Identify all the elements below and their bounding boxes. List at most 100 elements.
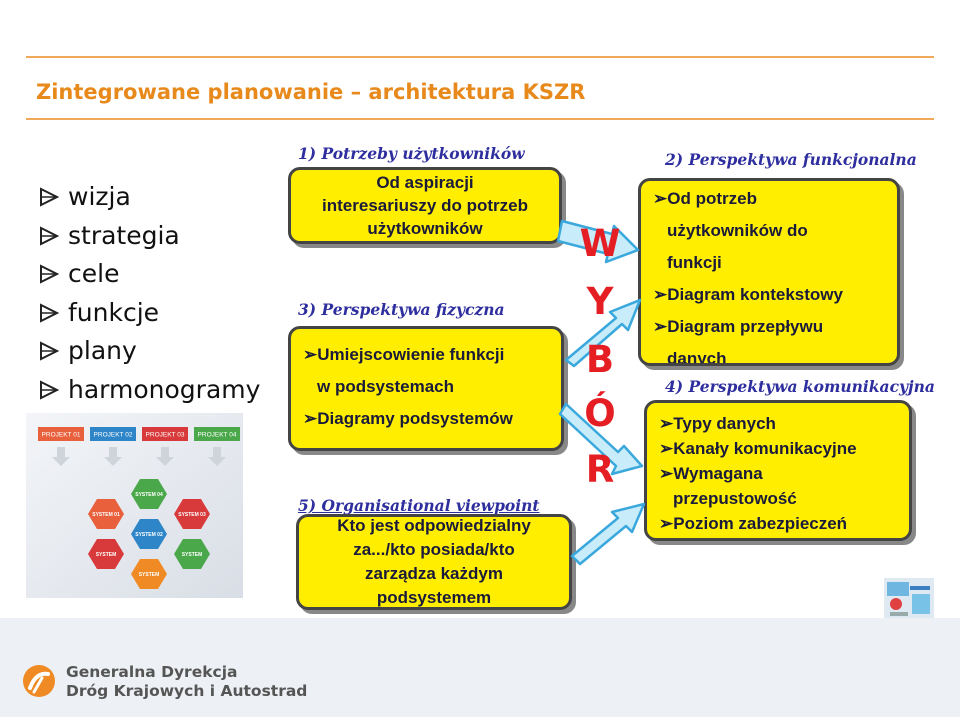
- system-label: SYSTEM: [182, 552, 203, 558]
- org-name-line2: Dróg Krajowych i Autostrad: [66, 682, 308, 700]
- bullet-text: funkcje: [68, 297, 160, 327]
- bullet-text: cele: [68, 259, 120, 288]
- bullet-text: plany: [68, 336, 137, 365]
- bullet-text: strategia: [68, 220, 180, 250]
- bullet-item: harmonogramy: [38, 371, 260, 410]
- organisational-viewpoint-box: Kto jest odpowiedzialny za.../kto posiad…: [296, 514, 572, 610]
- box-line: danych: [667, 349, 727, 366]
- box-line: interesariuszy do potrzeb: [322, 196, 528, 215]
- wybor-letter: B: [585, 338, 615, 381]
- system-label: SYSTEM 03: [178, 512, 206, 518]
- arrow-bullet-icon: ➢: [659, 514, 674, 533]
- bullet-item: strategia: [38, 217, 260, 256]
- arrow-bullet-icon: [40, 187, 60, 207]
- gddkia-logo-icon: [23, 665, 55, 697]
- arrow-box1-to-box2: [556, 219, 640, 264]
- top-rule: [26, 56, 934, 58]
- arrow-bullet-icon: ➢: [659, 439, 674, 458]
- arrow-bullet-icon: ➢: [653, 317, 668, 336]
- box-line-text: Umiejscowienie funkcji: [317, 345, 505, 364]
- project-label: PROJEKT 03: [146, 432, 185, 439]
- bullet-item: wizja: [38, 178, 260, 217]
- decorative-logo-image: [884, 578, 934, 620]
- box3-heading: 3) Perspektywa fizyczna: [298, 300, 505, 319]
- wybor-letter: Y: [586, 280, 614, 323]
- box-line: ➢Wymagana: [659, 461, 903, 486]
- box-line: użytkowników do: [667, 221, 808, 240]
- box-line: Od aspiracji: [376, 173, 474, 192]
- wybor-letter: Ó: [584, 392, 616, 435]
- box-line: Kto jest odpowiedzialny: [337, 516, 531, 535]
- box-line: ➢Diagram przepływu: [653, 311, 891, 343]
- box-line-text: Diagram kontekstowy: [667, 285, 843, 304]
- wybor-letter: W: [579, 222, 621, 265]
- user-needs-box: Od aspiracji interesariuszy do potrzeb u…: [288, 167, 562, 244]
- box-line-text: Wymagana: [673, 464, 763, 483]
- box-line: funkcji: [667, 253, 722, 272]
- box2-heading: 2) Perspektywa funkcjonalna: [665, 150, 917, 169]
- box-line-text: Od potrzeb: [667, 189, 757, 208]
- box-line: ➢Od potrzeb: [653, 183, 891, 215]
- box-line: ➢Umiejscowienie funkcji: [303, 339, 555, 371]
- box-line: podsystemem: [376, 588, 492, 607]
- box-line: za.../kto posiada/kto: [353, 540, 515, 559]
- wybor-letter: R: [585, 448, 615, 491]
- org-name-line1: Generalna Dyrekcja: [66, 663, 238, 681]
- box-line: ➢Diagramy podsystemów: [303, 403, 555, 435]
- arrow-box5-to-box4: [570, 502, 646, 566]
- physical-perspective-box: ➢Umiejscowienie funkcji w podsystemach ➢…: [288, 326, 564, 451]
- arrow-bullet-icon: ➢: [303, 409, 318, 428]
- project-headers: PROJEKT 01 PROJEKT 02 PROJEKT 03 PROJEKT…: [38, 427, 240, 441]
- box-line-text: Poziom zabezpieczeń: [673, 514, 848, 533]
- title-underline: [26, 118, 934, 120]
- bullet-item: plany: [38, 332, 260, 371]
- system-label: SYSTEM: [139, 572, 160, 578]
- bullet-item: cele: [38, 255, 260, 294]
- system-label: SYSTEM: [96, 552, 117, 558]
- box-line: ➢Typy danych: [659, 411, 903, 436]
- project-label: PROJEKT 04: [198, 432, 237, 439]
- arrow-bullet-icon: [40, 264, 60, 284]
- down-arrows: [52, 447, 226, 466]
- arrow-bullet-icon: [40, 303, 60, 323]
- system-label: SYSTEM 02: [135, 532, 163, 538]
- box-line-text: Diagramy podsystemów: [317, 409, 513, 428]
- system-label: SYSTEM 04: [135, 492, 163, 498]
- systems-thumbnail: PROJEKT 01 PROJEKT 02 PROJEKT 03 PROJEKT…: [26, 413, 243, 598]
- arrow-bullet-icon: [40, 380, 60, 400]
- box-line: ➢Poziom zabezpieczeń: [659, 511, 903, 536]
- arrow-bullet-icon: ➢: [303, 345, 318, 364]
- box-line: przepustowość: [673, 489, 797, 508]
- arrow-box3-to-box4: [558, 402, 644, 476]
- box4-heading: 4) Perspektywa komunikacyjna: [665, 377, 935, 396]
- project-label: PROJEKT 02: [94, 432, 133, 439]
- system-label: SYSTEM 01: [92, 512, 120, 518]
- box-line-text: Typy danych: [673, 414, 776, 433]
- box-line: w podsystemach: [317, 377, 454, 396]
- box-line-text: Kanały komunikacyjne: [673, 439, 857, 458]
- system-hexagons: SYSTEM 04 SYSTEM 01 SYSTEM 03 SYSTEM 02 …: [88, 479, 210, 589]
- footer-band: Generalna Dyrekcja Dróg Krajowych i Auto…: [0, 618, 960, 717]
- bullet-text: wizja: [68, 182, 131, 211]
- box1-heading: 1) Potrzeby użytkowników: [298, 144, 525, 163]
- bullet-item: funkcje: [38, 294, 260, 333]
- project-label: PROJEKT 01: [42, 432, 81, 439]
- arrow-bullet-icon: ➢: [659, 464, 674, 483]
- arrow-bullet-icon: [40, 226, 60, 246]
- bullet-text: harmonogramy: [68, 374, 261, 404]
- communication-perspective-box: ➢Typy danych ➢Kanały komunikacyjne ➢Wyma…: [644, 400, 912, 541]
- box-line-text: Diagram przepływu: [667, 317, 824, 336]
- box-line: zarządza każdym: [365, 564, 503, 583]
- arrow-box3-to-box2: [564, 298, 642, 368]
- slide-title: Zintegrowane planowanie – architektura K…: [36, 80, 586, 104]
- arrow-bullet-icon: ➢: [653, 189, 668, 208]
- arrow-bullet-icon: [40, 341, 60, 361]
- box5-heading: 5) Organisational viewpoint: [298, 496, 540, 515]
- box-line: ➢Diagram kontekstowy: [653, 279, 891, 311]
- arrow-bullet-icon: ➢: [659, 414, 674, 433]
- arrow-bullet-icon: ➢: [653, 285, 668, 304]
- functional-perspective-box: ➢Od potrzeb użytkowników do funkcji ➢Dia…: [638, 178, 900, 366]
- box-line: ➢Kanały komunikacyjne: [659, 436, 903, 461]
- bullet-list: wizja strategia cele funkcje plany harmo…: [38, 178, 260, 409]
